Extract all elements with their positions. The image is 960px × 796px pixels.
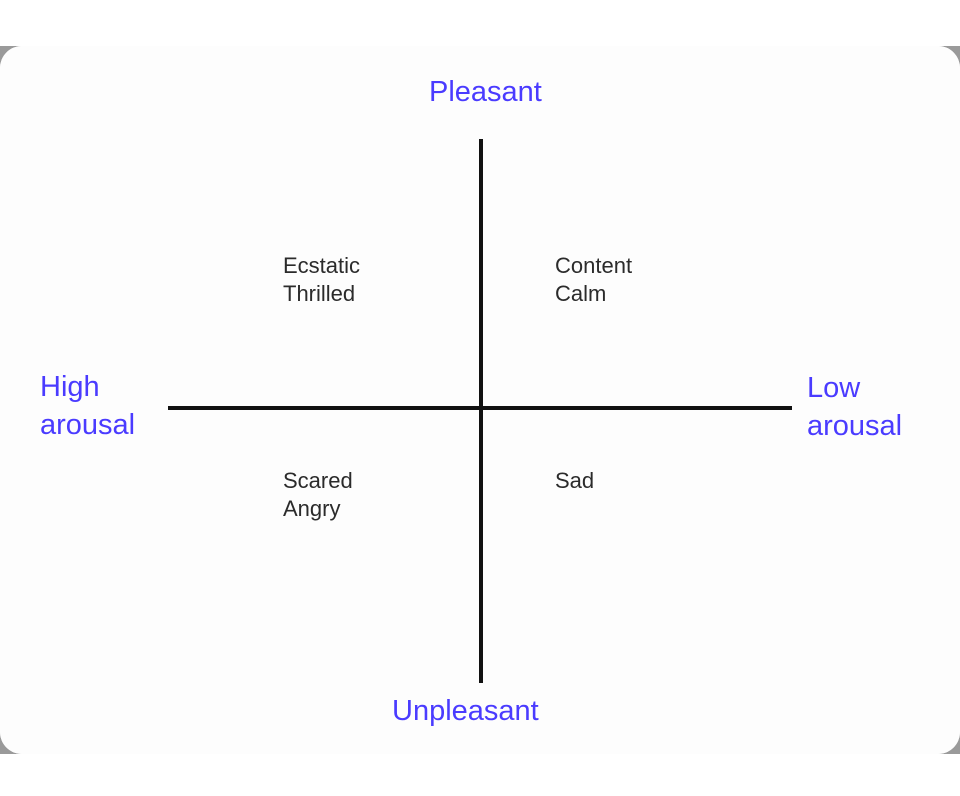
- pole-label-high-arousal-line-1: High: [40, 371, 100, 403]
- vertical-axis-line: [479, 139, 483, 683]
- quadrant-emotion: Sad: [555, 468, 595, 493]
- horizontal-axis-line: [168, 406, 792, 410]
- quadrant-top-left: Ecstatic Thrilled: [283, 252, 360, 308]
- quadrant-emotion: Scared: [283, 468, 353, 493]
- quadrant-emotion: Calm: [555, 281, 607, 306]
- pole-label-low-arousal: Low arousal: [807, 369, 947, 445]
- pole-label-pleasant: Pleasant: [429, 76, 542, 108]
- quadrant-emotion: Ecstatic: [283, 253, 361, 278]
- pole-label-low-arousal-line-1: Low: [807, 372, 861, 404]
- pole-label-low-arousal-line-2: arousal: [807, 410, 903, 442]
- pole-label-unpleasant: Unpleasant: [392, 695, 539, 727]
- pole-label-high-arousal: High arousal: [40, 368, 170, 444]
- quadrant-emotion: Content: [555, 253, 633, 278]
- quadrant-emotion: Thrilled: [283, 281, 356, 306]
- quadrant-bottom-left: Scared Angry: [283, 467, 353, 523]
- quadrant-top-right: Content Calm: [555, 252, 632, 308]
- quadrant-emotion: Angry: [283, 496, 341, 521]
- quadrant-bottom-right: Sad: [555, 467, 594, 495]
- pole-label-high-arousal-line-2: arousal: [40, 409, 136, 441]
